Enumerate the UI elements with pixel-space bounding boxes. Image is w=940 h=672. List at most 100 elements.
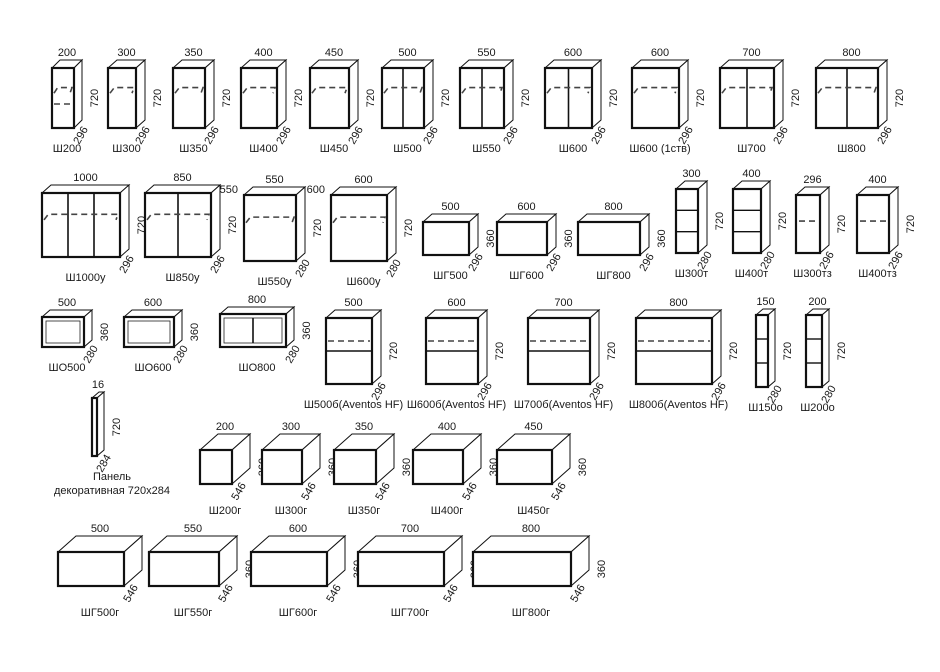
width-label: 800 xyxy=(842,47,860,59)
shelf-dashed xyxy=(546,86,592,94)
side-face xyxy=(888,185,899,255)
width-label: 300 xyxy=(282,421,300,433)
caption: Ш400г xyxy=(431,505,463,517)
width-label: 500 xyxy=(398,47,416,59)
caption: Ш300т xyxy=(675,268,708,280)
front-face xyxy=(332,448,378,486)
height-label: 720 xyxy=(227,216,239,234)
front-face xyxy=(855,193,891,255)
width-label: 700 xyxy=(554,297,572,309)
width-label: 400 xyxy=(438,421,456,433)
width-label: 450 xyxy=(524,421,542,433)
front-face xyxy=(674,187,700,255)
shelf-dashed xyxy=(245,216,296,224)
caption: Ш400 xyxy=(249,143,277,155)
width-label: 700 xyxy=(401,523,419,535)
front-face xyxy=(411,448,465,486)
caption: ШГ500г xyxy=(81,607,119,619)
width-label: 500 xyxy=(91,523,109,535)
width-label: 600 xyxy=(447,297,465,309)
width-label: 600 xyxy=(354,174,372,186)
caption: Ш150о xyxy=(748,402,783,414)
front-face xyxy=(731,187,763,255)
width-label: 600 xyxy=(651,47,669,59)
caption: ШГ600г xyxy=(279,607,317,619)
shelf-dashed xyxy=(53,86,74,94)
opening xyxy=(45,320,81,344)
front-face xyxy=(90,396,99,458)
cabinet-shg600g: 600360546ШГ600г xyxy=(249,523,364,619)
top-face xyxy=(242,186,307,196)
height-label: 720 xyxy=(782,342,794,360)
front-face xyxy=(239,66,279,130)
caption: Ш800 xyxy=(837,143,865,155)
side-face xyxy=(773,58,784,130)
width-label: 500 xyxy=(344,297,362,309)
side-face xyxy=(295,185,306,263)
shelf-dashed xyxy=(146,213,211,221)
caption: ШГ500 xyxy=(433,270,467,282)
top-face xyxy=(634,309,723,319)
height-label: 720 xyxy=(89,89,101,107)
front-face xyxy=(171,66,207,130)
height-label: 720 xyxy=(608,89,620,107)
shelf-dashed xyxy=(383,86,424,94)
top-face xyxy=(329,186,398,196)
front-face xyxy=(329,193,389,263)
width-label: 16 xyxy=(92,379,104,391)
width-label: 200 xyxy=(808,296,826,308)
side-face xyxy=(423,58,434,130)
shelf-dashed xyxy=(332,216,387,224)
width2-label: 600 xyxy=(307,184,325,196)
front-face xyxy=(249,550,329,588)
front-face xyxy=(40,315,86,349)
width-label: 700 xyxy=(742,47,760,59)
height-label: 720 xyxy=(836,342,848,360)
width-label: 296 xyxy=(803,174,821,186)
height-label: 720 xyxy=(293,89,305,107)
caption: Ш600 (1ств) xyxy=(629,143,690,155)
width-label: 1000 xyxy=(73,172,97,184)
cabinet-shg550g: 550360546ШГ550г xyxy=(147,523,256,619)
height-label: 720 xyxy=(111,418,123,436)
width-label: 850 xyxy=(173,172,191,184)
height-label: 720 xyxy=(695,89,707,107)
top-face xyxy=(526,309,601,319)
side-face xyxy=(348,58,359,130)
width-label: 400 xyxy=(254,47,272,59)
caption: ШГ800 xyxy=(596,270,630,282)
top-face xyxy=(495,213,558,223)
front-face xyxy=(242,193,298,263)
caption: Ш550у xyxy=(258,276,292,288)
caption: Ш800б(Aventos HF) xyxy=(629,399,728,411)
width-label: 800 xyxy=(604,201,622,213)
side-face xyxy=(204,58,215,130)
top-face xyxy=(40,184,131,194)
height-label: 720 xyxy=(714,212,726,230)
caption: Ш200о xyxy=(800,402,835,414)
caption: Ш550 xyxy=(472,143,500,155)
width-label: 350 xyxy=(355,421,373,433)
shelf-dashed xyxy=(174,86,205,94)
side-face xyxy=(819,185,830,255)
width-label: 600 xyxy=(289,523,307,535)
top-face xyxy=(718,59,785,69)
